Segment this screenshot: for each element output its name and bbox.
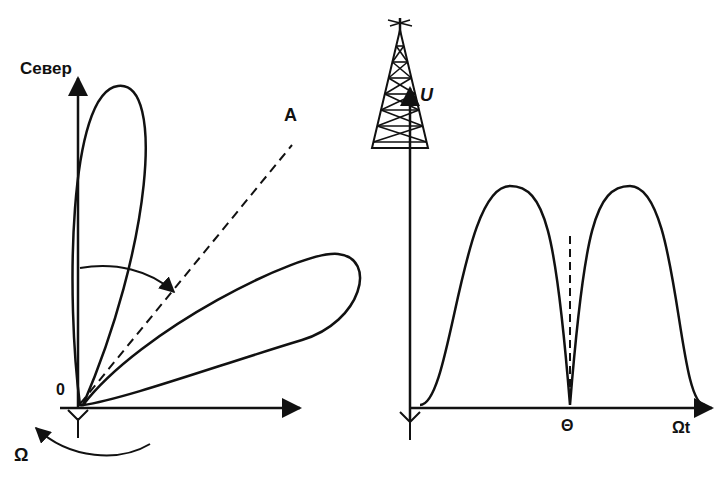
axis-label: Ωt — [672, 420, 690, 436]
rotation-label: Ω — [14, 446, 28, 464]
direction-label: A — [284, 106, 297, 124]
radio-beacon-tower — [372, 18, 428, 148]
signal-plot — [400, 88, 712, 440]
axis-label: Север — [20, 60, 72, 77]
origin-label: 0 — [56, 382, 65, 398]
angle-label: Θ — [561, 418, 573, 434]
axis-label: U — [420, 86, 433, 104]
polar-plot — [36, 78, 360, 455]
